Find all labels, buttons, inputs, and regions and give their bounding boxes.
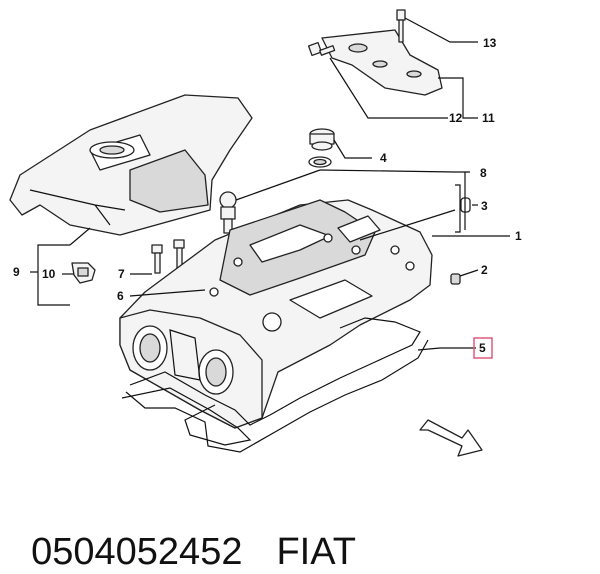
part-number: 0504052452 bbox=[31, 531, 243, 573]
bolt-12 bbox=[307, 41, 336, 57]
callout-10: 10 bbox=[42, 267, 56, 281]
callout-1: 1 bbox=[515, 229, 522, 243]
callout-9: 9 bbox=[13, 265, 20, 279]
bolts-7 bbox=[151, 239, 185, 274]
caption: 0504052452 FIAT bbox=[10, 488, 590, 574]
exploded-parts-diagram: 13 12 11 4 8 3 1 2 5 6 7 9 10 bbox=[9, 9, 522, 457]
callout-7: 7 bbox=[118, 267, 125, 281]
callout-5: 5 bbox=[479, 341, 486, 355]
grommet-2 bbox=[450, 273, 461, 285]
bolt-13 bbox=[396, 9, 406, 43]
mounting-bracket bbox=[321, 29, 443, 96]
oil-filler-cap bbox=[308, 128, 335, 168]
callout-12: 12 bbox=[449, 111, 463, 125]
gasket bbox=[121, 317, 429, 453]
direction-arrow bbox=[419, 419, 483, 457]
leader-lines bbox=[30, 17, 510, 351]
engine-cover bbox=[9, 94, 253, 236]
clip-10 bbox=[71, 262, 96, 284]
callout-2: 2 bbox=[481, 263, 488, 277]
callout-4: 4 bbox=[380, 151, 387, 165]
callout-13: 13 bbox=[483, 36, 497, 50]
callout-11: 11 bbox=[482, 111, 495, 125]
brand-name: FIAT bbox=[276, 531, 356, 573]
breather-stud bbox=[219, 191, 237, 234]
callout-6: 6 bbox=[117, 289, 124, 303]
valve-cover bbox=[119, 199, 433, 429]
callout-5-highlight bbox=[473, 337, 493, 359]
callout-8: 8 bbox=[480, 166, 487, 180]
callout-3: 3 bbox=[481, 199, 488, 213]
